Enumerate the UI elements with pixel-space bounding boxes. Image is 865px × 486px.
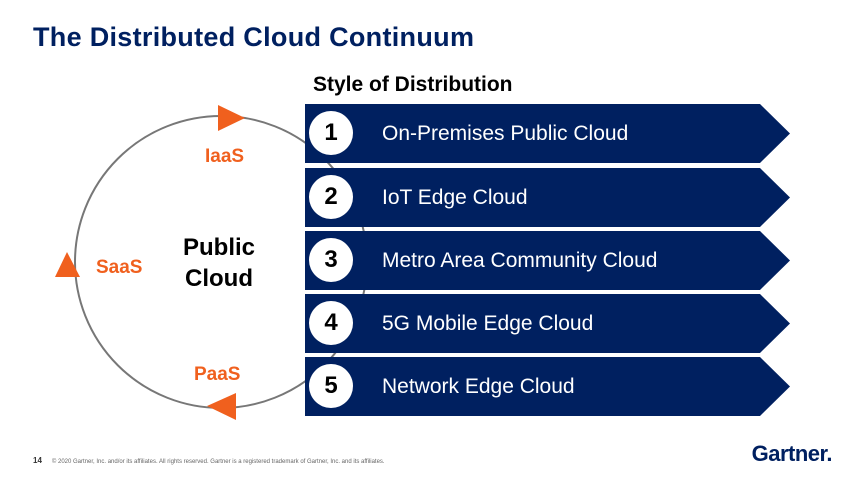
footer: 14 © 2020 Gartner, Inc. and/or its affili… xyxy=(33,456,385,465)
arrow-right-icon xyxy=(218,105,245,131)
row-label: 5G Mobile Edge Cloud xyxy=(382,311,594,335)
gartner-logo: Gartner. xyxy=(751,441,833,466)
row-number: 3 xyxy=(309,238,353,282)
row-number: 2 xyxy=(309,175,353,219)
row-number: 4 xyxy=(309,301,353,345)
arrow-left-icon xyxy=(207,393,236,420)
row-label: IoT Edge Cloud xyxy=(382,185,528,209)
page-number: 14 xyxy=(33,456,42,465)
distribution-row-1: 1 On-Premises Public Cloud xyxy=(305,104,790,163)
center-line-2: Cloud xyxy=(185,265,253,292)
arrow-up-icon xyxy=(55,252,80,277)
row-label: Network Edge Cloud xyxy=(382,374,575,398)
distribution-row-2: 2 IoT Edge Cloud xyxy=(305,168,790,227)
slide-title: The Distributed Cloud Continuum xyxy=(33,22,475,52)
distribution-row-4: 4 5G Mobile Edge Cloud xyxy=(305,294,790,353)
paas-label: PaaS xyxy=(194,364,241,385)
row-number: 5 xyxy=(309,364,353,408)
subtitle: Style of Distribution xyxy=(313,73,513,96)
row-number: 1 xyxy=(309,111,353,155)
row-label: On-Premises Public Cloud xyxy=(382,121,629,145)
copyright: © 2020 Gartner, Inc. and/or its affiliat… xyxy=(51,459,385,465)
distribution-row-5: 5 Network Edge Cloud xyxy=(305,357,790,416)
distribution-row-3: 3 Metro Area Community Cloud xyxy=(305,231,790,290)
row-label: Metro Area Community Cloud xyxy=(382,248,658,272)
iaas-label: IaaS xyxy=(205,146,245,167)
saas-label: SaaS xyxy=(96,257,143,278)
center-line-1: Public xyxy=(183,234,256,261)
